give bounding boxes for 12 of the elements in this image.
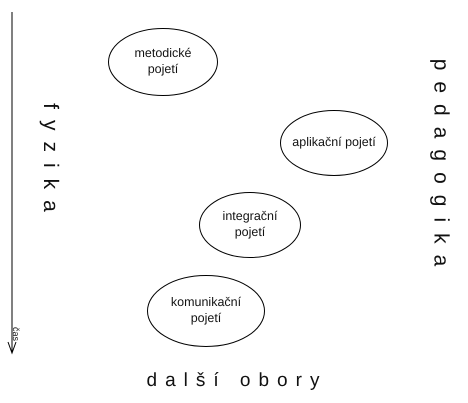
axis-title: pedagogika bbox=[428, 58, 452, 278]
node-label: integrační pojetí bbox=[222, 209, 278, 241]
ellipse-node bbox=[199, 192, 301, 258]
node-label: metodické pojetí bbox=[134, 46, 192, 78]
ellipse-node bbox=[280, 110, 388, 176]
axis-title: fyzika bbox=[38, 103, 62, 223]
axis-label: čas bbox=[11, 327, 21, 341]
axis-title: další obory bbox=[146, 370, 328, 392]
node-label: aplikační pojetí bbox=[291, 135, 377, 151]
ellipse-node bbox=[147, 275, 265, 347]
node-label: komunikační pojetí bbox=[170, 295, 242, 327]
ellipse-node bbox=[108, 28, 218, 96]
